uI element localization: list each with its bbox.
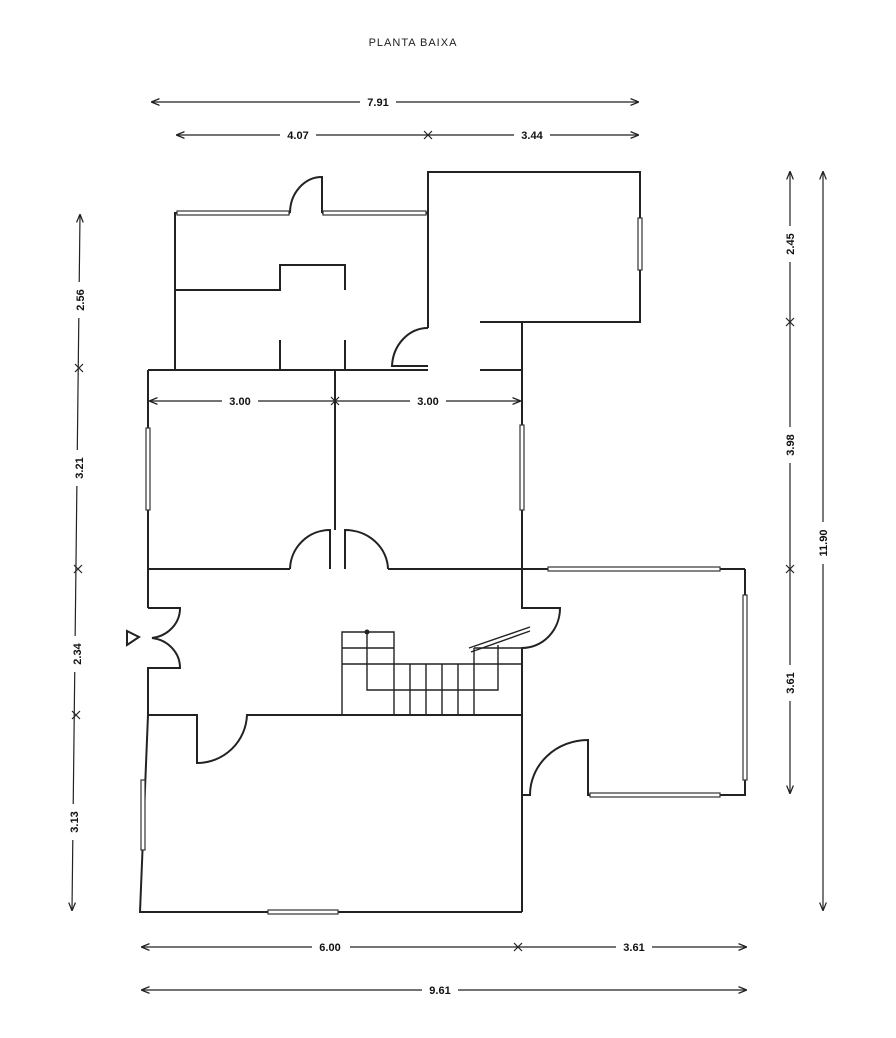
dim-left-2: 3.21	[74, 457, 86, 478]
dim-inner-right: 3.00	[417, 396, 438, 408]
dim-bottom-right: 3.61	[623, 942, 644, 954]
dim-left-4: 3.13	[69, 811, 81, 832]
walls	[138, 171, 746, 913]
entrance-triangle-icon	[126, 629, 141, 647]
dim-inner-left: 3.00	[229, 396, 250, 408]
windows	[140, 210, 748, 915]
dimension-labels: 7.91 4.07 3.44 3.00 3.00 2.56 3.21 2.34 …	[66, 95, 831, 997]
dim-right-total: 11.90	[818, 530, 830, 557]
plan-title: PLANTA BAIXA	[369, 37, 458, 49]
dim-left-1: 2.56	[75, 289, 87, 310]
dim-right-2: 3.98	[785, 434, 797, 455]
dim-top-total: 7.91	[367, 97, 388, 109]
dim-right-3: 3.61	[785, 672, 797, 693]
dim-top-right: 3.44	[521, 130, 543, 142]
dim-left-3: 2.34	[72, 642, 84, 664]
dim-bottom-left: 6.00	[319, 942, 340, 954]
dim-bottom-total: 9.61	[429, 985, 450, 997]
dimension-lines	[72, 102, 823, 990]
dim-top-left: 4.07	[287, 130, 308, 142]
dim-right-1: 2.45	[785, 233, 797, 254]
